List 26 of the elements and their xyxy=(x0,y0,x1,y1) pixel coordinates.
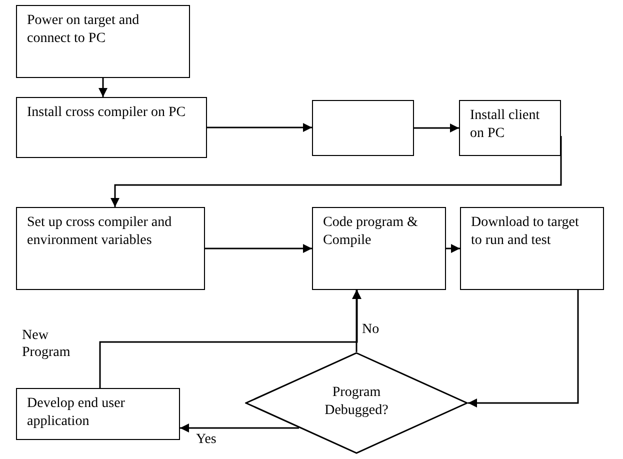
decision-diamond xyxy=(245,352,468,454)
arrow xyxy=(468,290,579,408)
arrow xyxy=(99,290,362,388)
box-text: Code program & Compile xyxy=(323,214,419,250)
box-text: Install client on PC xyxy=(470,107,541,144)
arrow xyxy=(207,123,312,132)
box-text: Set up cross compiler and environment variables xyxy=(27,214,173,250)
process-box xyxy=(312,207,446,290)
arrow xyxy=(180,424,299,432)
process-box xyxy=(16,5,190,78)
arrow xyxy=(205,244,312,253)
arrow xyxy=(98,78,108,97)
decision-text: Program Debugged? xyxy=(324,384,390,420)
arrow xyxy=(414,124,459,132)
empty-process-box xyxy=(312,100,414,156)
arrow xyxy=(446,244,460,253)
process-box xyxy=(16,97,207,158)
process-box xyxy=(16,388,180,440)
box-text: Download to target to run and test xyxy=(471,214,580,250)
edge-label: New Program xyxy=(22,328,68,362)
process-box xyxy=(460,207,604,290)
process-box xyxy=(16,207,205,290)
box-text: Install cross compiler on PC xyxy=(27,104,187,122)
box-text: Develop end user application xyxy=(27,395,126,432)
box-text: Power on target and connect to PC xyxy=(27,12,140,48)
process-box xyxy=(459,100,561,156)
